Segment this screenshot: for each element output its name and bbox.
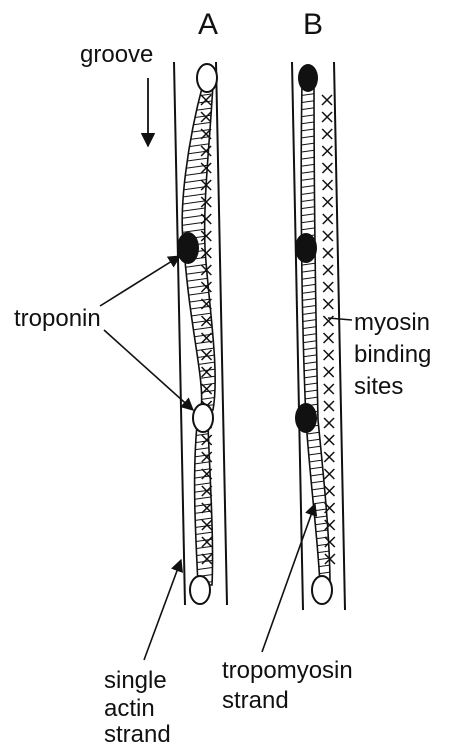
binding-site-b <box>322 95 332 105</box>
myosin-binding-sites-leader <box>328 318 352 320</box>
binding-site-b <box>324 367 334 377</box>
binding-site-b <box>324 401 334 411</box>
binding-site-b <box>323 248 333 258</box>
troponin-a-top <box>197 64 217 92</box>
troponin-b-lower <box>295 403 317 433</box>
tropomyosin-strand-line-1: tropomyosin <box>222 657 353 684</box>
binding-site-b <box>323 282 333 292</box>
troponin-leader-upper <box>100 256 180 306</box>
single-actin-strand-arrow <box>144 560 181 660</box>
troponin-a-bottom <box>190 576 210 604</box>
troponin-b-top <box>298 64 318 92</box>
binding-site-b <box>323 180 333 190</box>
actin-wall-a-left <box>174 62 185 605</box>
single-actin-strand-line-1: single <box>104 667 167 694</box>
actin-wall-a-right <box>216 62 227 605</box>
binding-site-b <box>322 163 332 173</box>
panel-a-title: A <box>198 8 218 41</box>
tropomyosin-strand-label: tropomyosin strand <box>222 657 359 714</box>
binding-site-b <box>322 129 332 139</box>
binding-site-b <box>324 469 334 479</box>
tropomyosin-strand-a-lower <box>195 425 213 585</box>
binding-site-b <box>324 384 334 394</box>
groove-label: groove <box>80 41 153 68</box>
panel-b-title: B <box>303 8 323 41</box>
troponin-label: troponin <box>14 305 101 332</box>
troponin-b-middle <box>295 233 317 263</box>
tropomyosin-strand-line-2: strand <box>222 687 289 714</box>
binding-site-b <box>322 146 332 156</box>
panel-b <box>292 62 345 610</box>
troponin-a-lower <box>193 404 213 432</box>
binding-site-b <box>324 452 334 462</box>
binding-site-b <box>324 486 334 496</box>
myosin-binding-sites-label: myosin binding sites <box>354 309 438 400</box>
troponin-a-middle <box>177 232 199 264</box>
troponin-b-bottom <box>312 576 332 604</box>
binding-site-b <box>323 197 333 207</box>
myosin-binding-sites-line-2: binding <box>354 341 431 368</box>
binding-site-b <box>322 112 332 122</box>
tropomyosin-strand-b <box>301 82 330 585</box>
binding-site-b <box>324 435 334 445</box>
binding-site-b <box>324 350 334 360</box>
myosin-binding-sites-line-3: sites <box>354 373 403 400</box>
binding-site-b <box>324 333 334 343</box>
binding-site-b <box>324 418 334 428</box>
myosin-binding-sites-line-1: myosin <box>354 309 430 336</box>
binding-site-b <box>323 299 333 309</box>
tropomyosin-strand-arrow <box>262 504 315 652</box>
binding-site-b <box>323 231 333 241</box>
binding-site-b <box>323 214 333 224</box>
single-actin-strand-line-3: strand <box>104 721 171 746</box>
single-actin-strand-line-2: actin <box>104 695 155 722</box>
panel-a <box>174 62 227 605</box>
single-actin-strand-label: single actin strand <box>104 667 173 746</box>
binding-site-b <box>323 265 333 275</box>
actin-wall-b-right <box>334 62 345 610</box>
